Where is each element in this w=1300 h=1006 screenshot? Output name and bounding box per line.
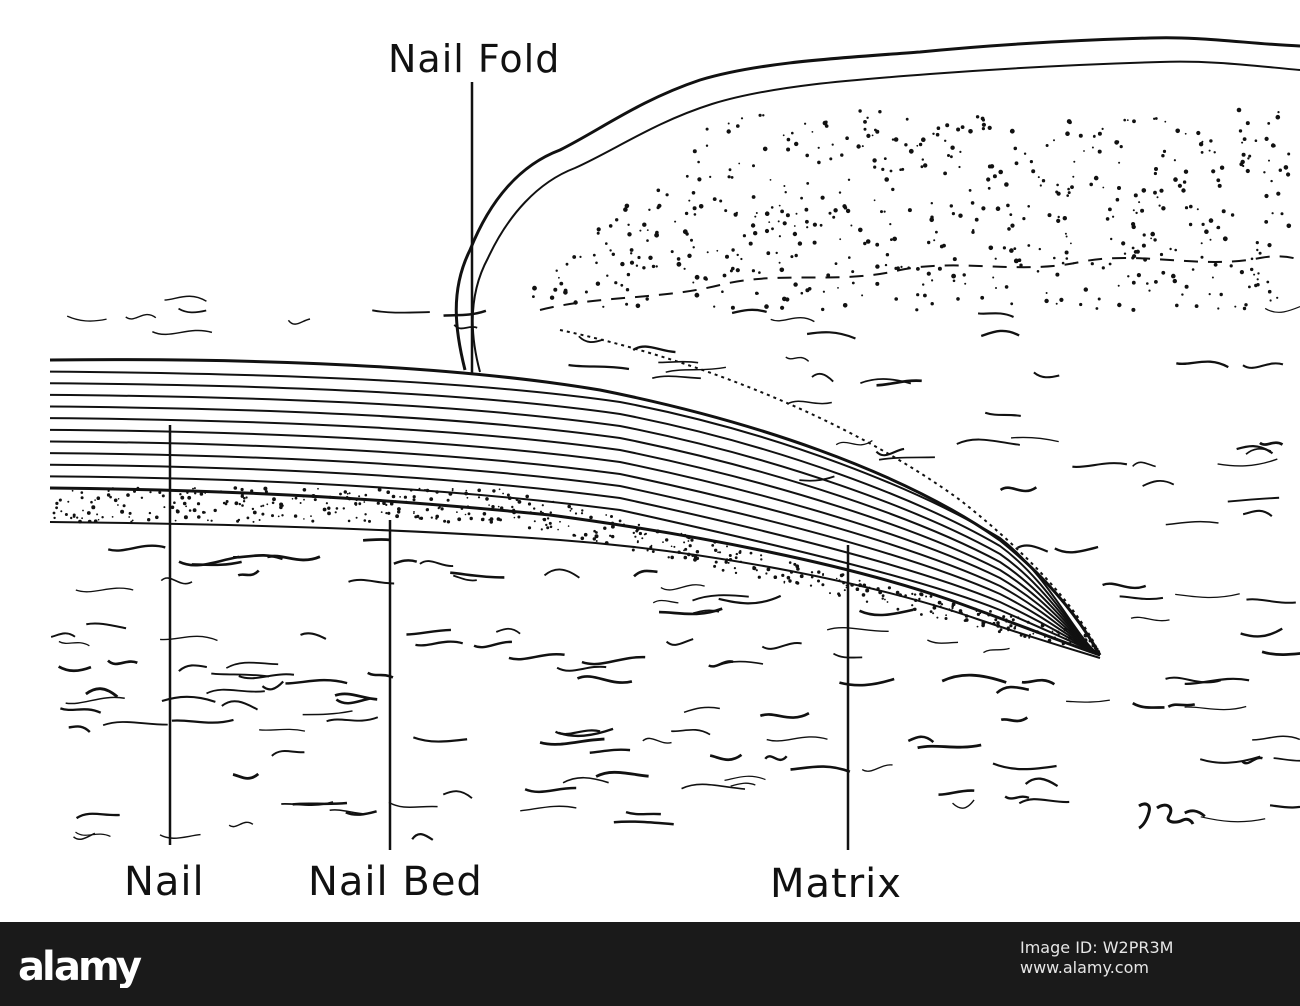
nail-fold-inner-outline — [471, 60, 1300, 373]
image-id-caption: Image ID: W2PR3M www.alamy.com — [1020, 938, 1173, 978]
nail-cross-section-drawing — [49, 36, 1300, 850]
watermark-bar: a l a m y Image ID: W2PR3M www.alamy.com — [0, 922, 1300, 1006]
matrix-layer-line — [559, 329, 1101, 656]
svg-text:a: a — [54, 944, 81, 988]
nail-fold-label: Nail Fold — [388, 37, 561, 81]
nail-label: Nail — [124, 859, 205, 905]
epidermis-base-line — [539, 255, 1300, 311]
artist-signature — [1138, 802, 1195, 830]
nail-fold-outline — [454, 36, 1300, 371]
image-id-text: Image ID: W2PR3M — [1020, 938, 1174, 957]
svg-text:y: y — [116, 944, 142, 988]
alamy-logo: a l a m y — [18, 944, 142, 988]
epidermis-stippling — [532, 107, 1292, 312]
svg-text:a: a — [18, 944, 45, 988]
nail-plate-top-edge — [49, 358, 1102, 656]
matrix-label: Matrix — [770, 861, 902, 907]
svg-text:m: m — [78, 944, 120, 988]
nail-bed-stippling — [52, 486, 1101, 653]
nail-bed-base-line — [49, 521, 1101, 659]
nail-plate-bottom-edge — [49, 486, 1101, 657]
nail-anatomy-diagram: Nail Fold Nail Nail Bed Matrix — [49, 36, 1300, 907]
svg-text:l: l — [42, 944, 56, 988]
dermis-tissue-texture — [50, 295, 1300, 841]
nail-bed-label: Nail Bed — [308, 859, 483, 905]
nail-plate-layers — [49, 370, 1101, 656]
site-url-text: www.alamy.com — [1020, 958, 1149, 977]
